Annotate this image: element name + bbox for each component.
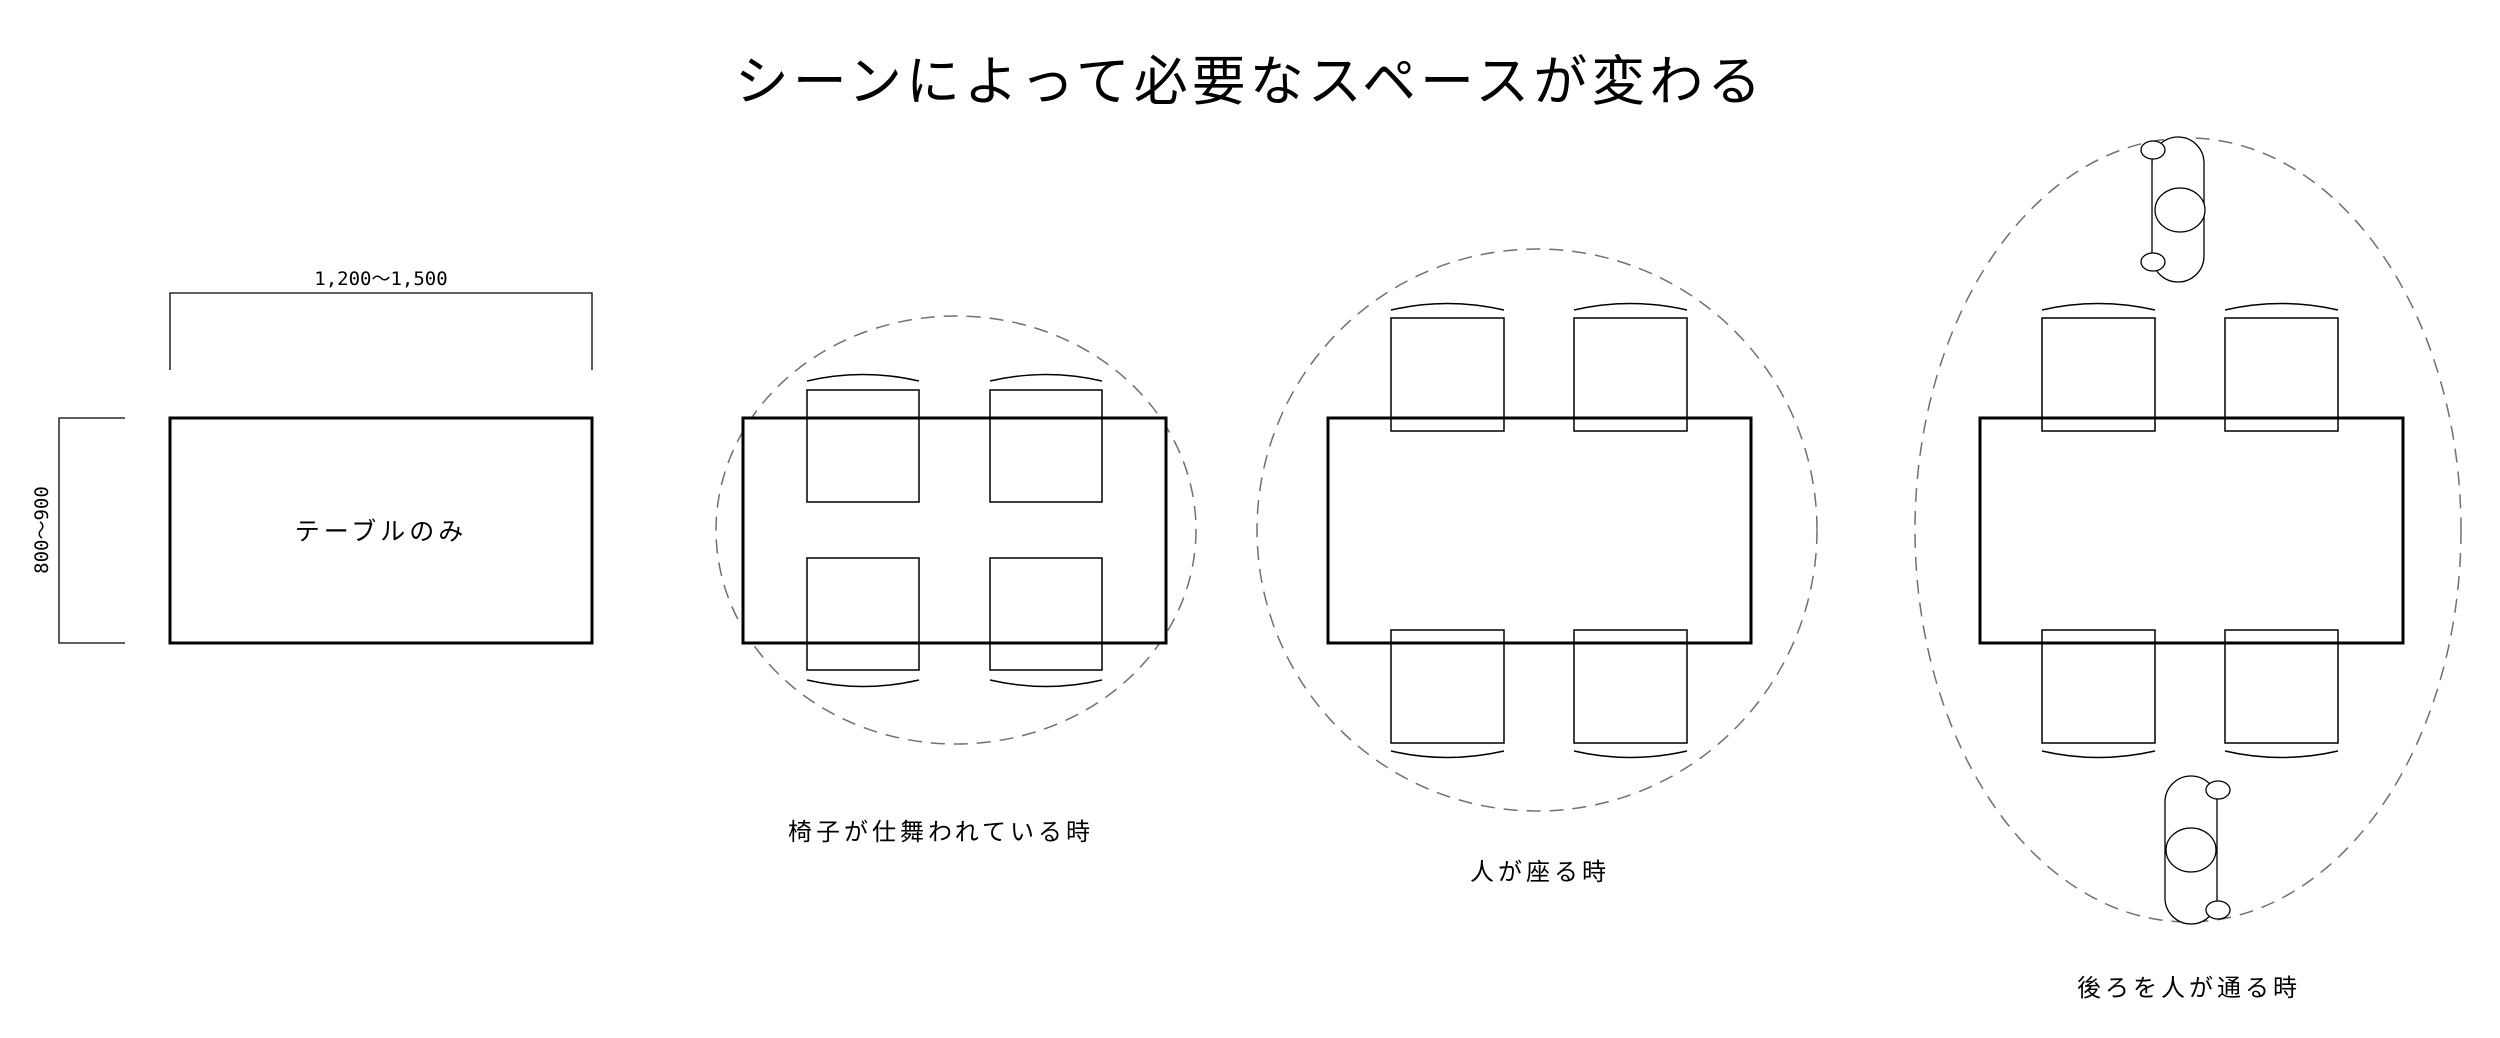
scene-chairs-stored: 椅子が仕舞われている時 [715, 315, 1197, 846]
chair-back [2041, 302, 2156, 311]
chair-back [1390, 302, 1505, 311]
table [1326, 416, 1753, 645]
chair-back [2224, 302, 2339, 311]
caption-people-passing: 後ろを人が通る時 [2077, 974, 2301, 1002]
space-zone [1256, 248, 1818, 812]
table-only-label: テーブルのみ [295, 517, 468, 546]
scene-people-passing: 後ろを人が通る時 [1914, 136, 2462, 1002]
chair-back [2041, 750, 2156, 759]
caption-people-seated: 人が座る時 [1470, 858, 1610, 886]
chair-back [806, 373, 920, 382]
width-dimension-line [169, 292, 593, 370]
chair [989, 557, 1103, 671]
table [1978, 416, 2405, 645]
scene-table-only: 1,200〜1,500 800〜900 テーブルのみ [31, 268, 594, 645]
chair [2224, 317, 2339, 432]
chair-back [1573, 750, 1688, 759]
chair-back [1390, 750, 1505, 759]
chair [2041, 629, 2156, 744]
chair [2224, 629, 2339, 744]
chair-back [2224, 750, 2339, 759]
chair-back [1573, 302, 1688, 311]
space-zone [715, 315, 1197, 745]
chair [989, 389, 1103, 503]
chair [1390, 629, 1505, 744]
chair [1573, 629, 1688, 744]
chair [806, 389, 920, 503]
person-icon [2140, 136, 2206, 283]
space-zone [1914, 137, 2462, 923]
scene-people-seated: 人が座る時 [1256, 248, 1818, 886]
table [741, 416, 1168, 645]
chair [1573, 317, 1688, 432]
chair [1390, 317, 1505, 432]
person-icon [2164, 775, 2231, 925]
page-title: シーンによって必要なスペースが変わる [735, 50, 1766, 113]
chair [806, 557, 920, 671]
chair-back [806, 679, 920, 688]
chair-back [989, 373, 1103, 382]
depth-dimension-label: 800〜900 [31, 486, 53, 574]
table [168, 416, 594, 645]
width-dimension-label: 1,200〜1,500 [314, 268, 447, 290]
chair-back [989, 679, 1103, 688]
caption-chairs-stored: 椅子が仕舞われている時 [788, 818, 1094, 846]
chair [2041, 317, 2156, 432]
depth-dimension-line [58, 417, 125, 644]
